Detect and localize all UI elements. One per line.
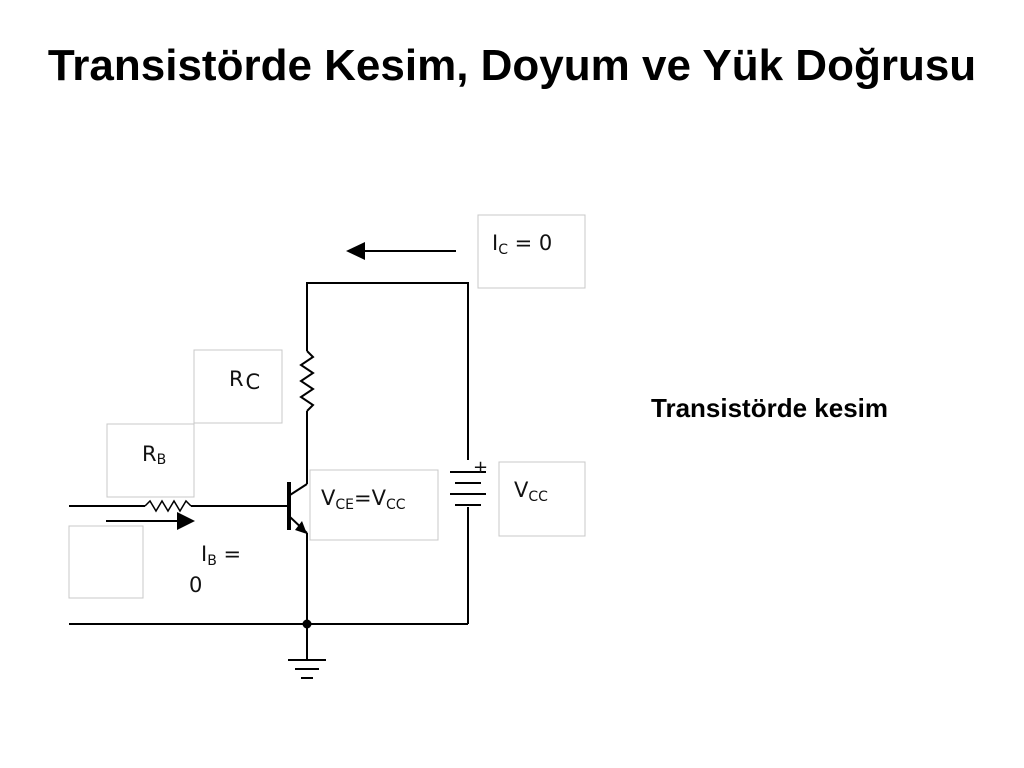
ic-arrow-head: [346, 242, 365, 260]
vce-label: VCE=VCC: [321, 486, 406, 513]
ib-label: IB =: [201, 542, 241, 569]
rb-label: RB: [142, 442, 166, 468]
side-caption: Transistörde kesim: [651, 393, 888, 423]
collector-resistor: [299, 350, 315, 412]
battery-plus-sign: +: [473, 457, 488, 478]
slide-title: Transistörde Kesim, Doyum ve Yük Doğrusu: [47, 41, 977, 90]
vcc-label-box: [498, 461, 586, 537]
vcc-label: VCC: [514, 478, 548, 505]
vce-label-box: [309, 469, 439, 541]
ic-label-box: [477, 214, 586, 289]
rb-label-box: [106, 423, 195, 498]
ib-value: 0: [189, 573, 202, 597]
ic-label: IC = 0: [492, 231, 552, 258]
emitter-arrow-head: [295, 521, 307, 534]
transistor-collector-leg: [289, 483, 308, 496]
ib-arrow-head: [177, 512, 195, 530]
ground-junction: [302, 619, 312, 629]
rc-label-box: [193, 349, 283, 424]
base-resistor: [144, 499, 192, 513]
input-box: [68, 525, 144, 599]
top-wire: [306, 282, 469, 460]
